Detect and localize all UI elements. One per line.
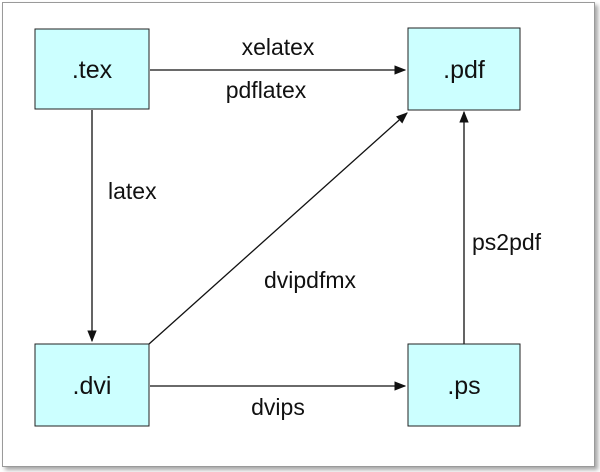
- node-ps: .ps: [407, 343, 521, 427]
- edge-label-latex: latex: [108, 178, 157, 204]
- edge-label-dvips: dvips: [251, 394, 305, 420]
- node-ps-label: .ps: [447, 372, 480, 400]
- node-dvi: .dvi: [34, 343, 150, 427]
- edge-label-pdflatex: pdflatex: [226, 77, 307, 103]
- node-dvi-label: .dvi: [73, 372, 112, 400]
- node-tex: .tex: [34, 28, 150, 110]
- node-tex-label: .tex: [72, 56, 113, 84]
- node-pdf-label: .pdf: [443, 56, 485, 84]
- node-pdf: .pdf: [407, 27, 521, 111]
- edge-label-dvipdfmx: dvipdfmx: [264, 267, 357, 293]
- edge-label-xelatex: xelatex: [242, 34, 315, 60]
- edge-label-ps2pdf: ps2pdf: [472, 229, 542, 255]
- edge-dvi-to-pdf: [148, 112, 408, 345]
